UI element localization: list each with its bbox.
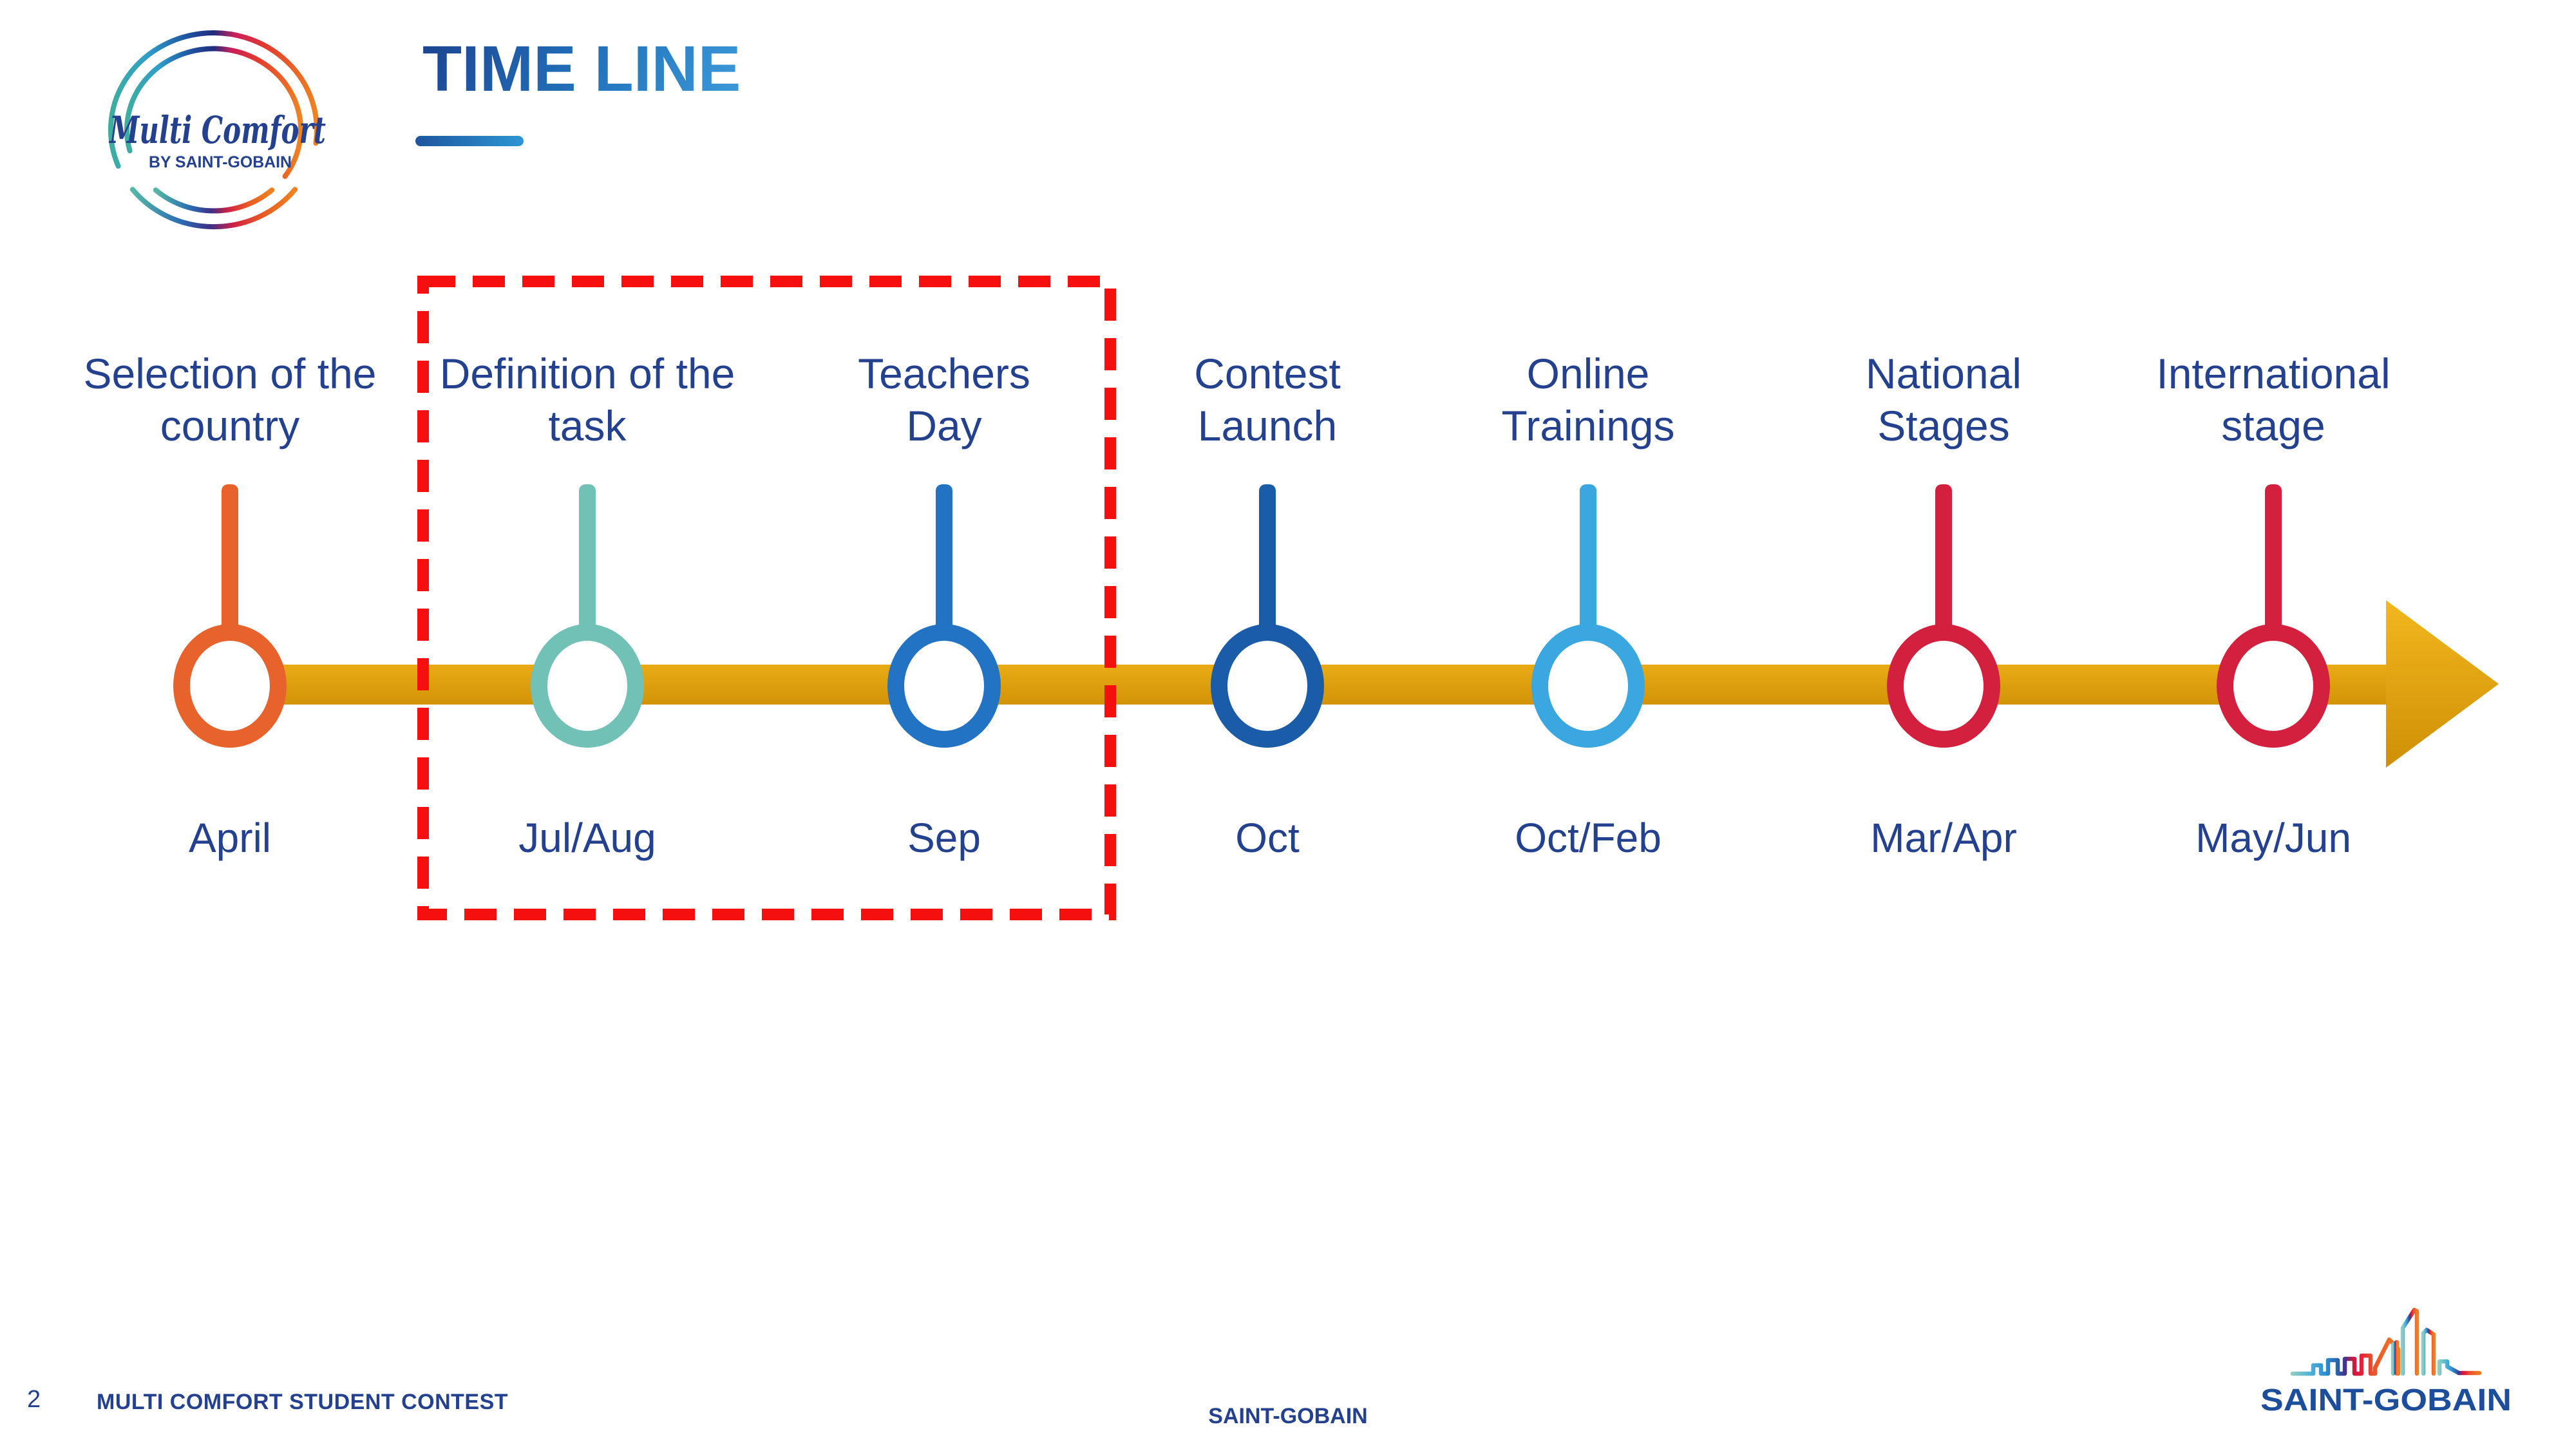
milestone-date: April: [188, 815, 272, 861]
saint-gobain-skyline: [2290, 1307, 2482, 1376]
milestone-stem: [1935, 484, 1952, 629]
milestone-circle: [1531, 624, 1645, 748]
milestone-label: National Stages: [1865, 350, 2022, 450]
milestone-date: May/Jun: [2195, 815, 2351, 861]
multi-comfort-rings: [108, 30, 319, 230]
timeline-arrow-head: [2386, 600, 2499, 768]
milestone-label: Contest Launch: [1194, 350, 1341, 450]
milestone-date: Oct/Feb: [1515, 815, 1662, 861]
milestone-stem: [1580, 484, 1596, 629]
multi-comfort-tagline-text: BY SAINT-GOBAIN: [149, 153, 292, 171]
milestone-circle: [1887, 624, 2000, 748]
milestone-stem: [936, 484, 952, 629]
milestone-label: Online Trainings: [1501, 350, 1675, 450]
milestone-circle: [1211, 624, 1324, 748]
milestone-stem: [1259, 484, 1276, 629]
milestone-date: Sep: [907, 815, 981, 861]
multi-comfort-brand-text: Multi Comfort: [109, 108, 327, 152]
highlight-box: [417, 276, 1116, 920]
saint-gobain-logo: SAINT-GOBAIN: [2260, 1307, 2512, 1417]
milestone-label: Selection of the country: [83, 350, 377, 450]
milestone-circle: [2217, 624, 2330, 748]
milestone-circle: [173, 624, 287, 748]
milestone-label: Teachers Day: [858, 350, 1030, 450]
milestone-date: Jul/Aug: [518, 815, 656, 861]
milestone-date: Oct: [1235, 815, 1300, 861]
page-title: TIME LINE: [422, 33, 741, 105]
milestone-stem: [579, 484, 596, 629]
multi-comfort-logo: Multi Comfort BY SAINT-GOBAIN: [108, 30, 327, 230]
footer-left-text: MULTI COMFORT STUDENT CONTEST: [97, 1390, 509, 1414]
milestone-label: International stage: [2156, 350, 2391, 450]
footer-center-text: SAINT-GOBAIN: [1208, 1404, 1368, 1428]
page-number: 2: [27, 1386, 41, 1413]
milestone-stem: [2265, 484, 2282, 629]
highlight-box-svg: [417, 276, 1116, 920]
title-underline: [415, 136, 524, 146]
milestone-date: Mar/Apr: [1870, 815, 2017, 861]
milestone-label: Definition of the task: [439, 350, 735, 450]
milestone-stem: [222, 484, 238, 629]
saint-gobain-logo-text: SAINT-GOBAIN: [2260, 1383, 2512, 1417]
